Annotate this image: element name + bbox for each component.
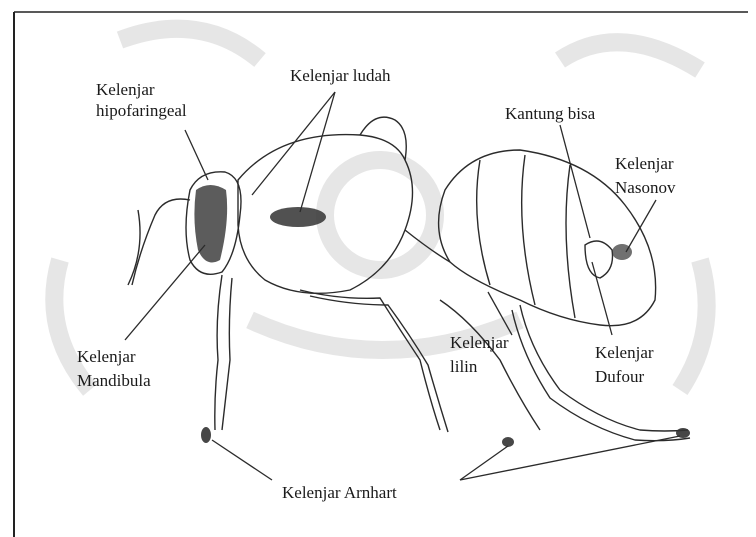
leader-arnhart-1 — [212, 440, 272, 480]
label-mandibular-line1: Kelenjar — [77, 346, 136, 367]
salivary-gland — [270, 207, 326, 227]
label-dufour-line1: Kelenjar — [595, 342, 654, 363]
antenna-outline — [132, 199, 190, 285]
fore-leg-inner — [222, 278, 232, 430]
label-wax-line1: Kelenjar — [450, 332, 509, 353]
mid-leg-inner — [310, 296, 448, 432]
label-mandibular-line2: Mandibula — [77, 370, 151, 391]
leader-arnhart-3 — [460, 436, 680, 480]
venom-sac-outline — [585, 241, 613, 278]
leader-lines — [125, 92, 680, 480]
abdomen-segment — [522, 155, 535, 305]
label-venom-sac: Kantung bisa — [505, 103, 595, 124]
arnhart-gland-foreleg — [201, 427, 211, 443]
fore-leg — [215, 275, 222, 430]
arnhart-gland-midleg — [502, 437, 514, 447]
label-dufour-line2: Dufour — [595, 366, 644, 387]
leader-nasonov — [626, 200, 656, 252]
mid-leg — [300, 290, 440, 430]
leader-hypopharyngeal — [185, 130, 208, 180]
label-arnhart: Kelenjar Arnhart — [282, 482, 397, 503]
label-hypopharyngeal-line1: Kelenjar — [96, 79, 155, 100]
label-nasonov-line1: Kelenjar — [615, 153, 674, 174]
label-salivary: Kelenjar ludah — [290, 65, 391, 86]
antenna-segment — [128, 210, 140, 285]
label-nasonov-line2: Nasonov — [615, 177, 675, 198]
abdomen-segment — [477, 160, 490, 285]
leader-venom-sac — [560, 125, 590, 238]
abdomen-segment — [566, 165, 575, 318]
leader-salivary-1 — [252, 92, 335, 195]
label-hypopharyngeal-line2: hipofaringeal — [96, 100, 187, 121]
label-wax-line2: lilin — [450, 356, 477, 377]
